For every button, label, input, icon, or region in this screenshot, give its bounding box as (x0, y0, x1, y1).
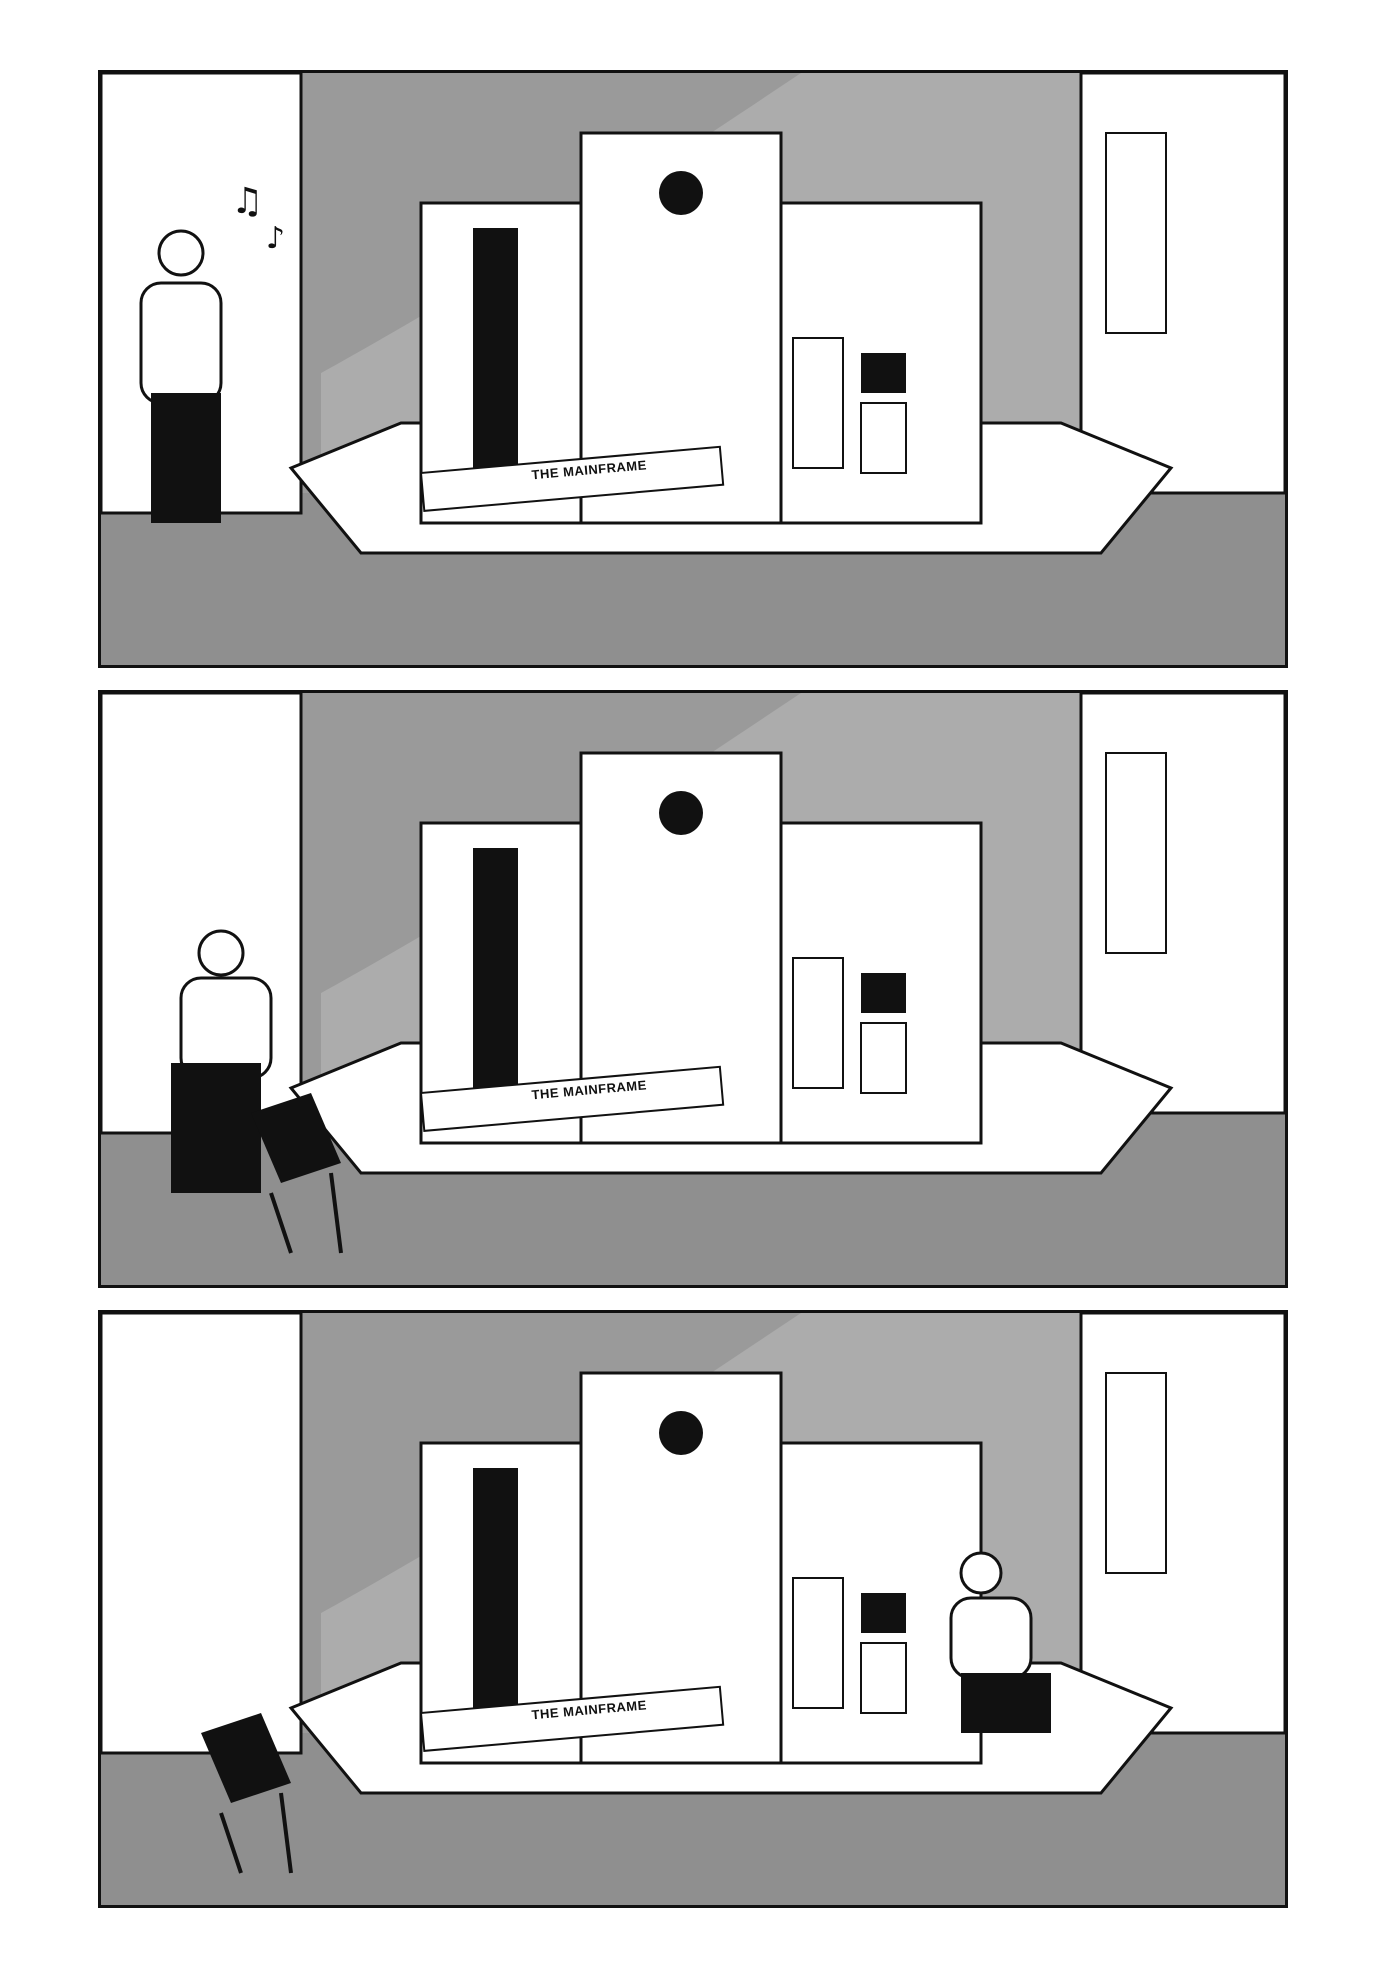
exhibit-sign: THE MAINFRAME (419, 445, 725, 512)
mainframe-eye (659, 791, 703, 835)
svg-text:♪: ♪ (266, 221, 285, 256)
mainframe-eye (659, 171, 703, 215)
exhibit-sign: THE MAINFRAME (419, 1685, 725, 1752)
mainframe-drawers (792, 957, 844, 1089)
mainframe-slot (473, 1468, 518, 1708)
mainframe-slot (473, 228, 518, 468)
panel-3-scene: THE MAINFRAME (101, 1313, 1285, 1905)
comic-panel-2: THE MAINFRAME (98, 690, 1288, 1288)
museum-worker (171, 929, 273, 1193)
folding-chair (251, 1093, 343, 1254)
mainframe-screen (861, 973, 906, 1013)
panel-1-scene: THE MAINFRAME ♫ ♪ (101, 73, 1285, 665)
mainframe-screen (861, 353, 906, 393)
comic-panel-1: THE MAINFRAME ♫ ♪ (98, 70, 1288, 668)
exhibit-sign: THE MAINFRAME (419, 1065, 725, 1132)
mainframe-keypad (860, 1642, 907, 1714)
folding-chair (201, 1713, 293, 1874)
mainframe-slot (473, 848, 518, 1088)
panel-2-scene: THE MAINFRAME (101, 693, 1285, 1285)
museum-worker (139, 229, 223, 523)
wall-poster (1105, 132, 1167, 334)
mainframe-keypad (860, 1022, 907, 1094)
music-notes-icon: ♫ ♪ (231, 181, 285, 256)
svg-text:♫: ♫ (231, 181, 263, 222)
mainframe-drawers (792, 1577, 844, 1709)
left-pillar (101, 1313, 303, 1755)
mainframe-eye (659, 1411, 703, 1455)
wall-poster (1105, 1372, 1167, 1574)
comic-panel-3: THE MAINFRAME (98, 1310, 1288, 1908)
wall-poster (1105, 752, 1167, 954)
mainframe-keypad (860, 402, 907, 474)
mainframe-screen (861, 1593, 906, 1633)
museum-worker (949, 1551, 1051, 1733)
mainframe-drawers (792, 337, 844, 469)
